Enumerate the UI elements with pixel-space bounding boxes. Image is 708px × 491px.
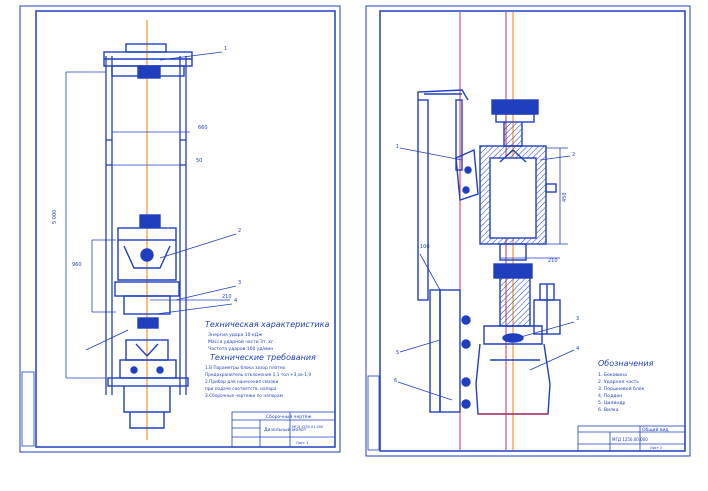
leader-2: 2 <box>238 228 241 234</box>
dim-5000: 5 000 <box>52 210 58 224</box>
leader-3: 3 <box>238 280 241 286</box>
req-line-3: 2.Прибор для нанесения смазки <box>205 379 278 385</box>
dim-210: 210 <box>222 294 232 300</box>
left-stamp-code: МГД 1250.01.000 <box>292 425 323 429</box>
legend-item-2: 2. Ударная часть <box>598 379 639 385</box>
left-stamp-name: Дизельный молот <box>264 426 307 433</box>
legend: Обозначения 1. Боковина 2. Ударная часть… <box>598 359 654 413</box>
right-sheet-inner-frame <box>379 10 686 452</box>
right-leader-6: 6 <box>394 378 397 384</box>
technical-characteristics: Техническая характеристика Энергия удара… <box>205 320 330 399</box>
req-line-2: Предохранитель отклонения 1,1 тол +3,за-… <box>205 372 311 378</box>
guide-columns <box>105 56 187 395</box>
req-line-5: 3.Сборочные чертежи по напорам <box>205 393 283 399</box>
dim-210-right: 210 <box>548 258 558 264</box>
right-sheet: 450 210 100 1 2 3 4 5 6 Обозначения 1. Б… <box>365 5 691 457</box>
left-sheet-side-strip <box>21 371 35 447</box>
anvil-assembly <box>107 339 189 429</box>
right-stamp-top: Общий вид <box>642 426 669 433</box>
right-leader-2: 2 <box>572 152 575 158</box>
legend-title: Обозначения <box>598 359 654 368</box>
req-title: Технические требования <box>210 353 316 362</box>
leader-4: 4 <box>234 298 237 304</box>
lifting-bracket <box>417 89 479 301</box>
tech-line-2: Масса ударной части 3т. кг. <box>208 338 275 345</box>
side-block <box>533 283 561 335</box>
dim-660: 660 <box>198 125 208 131</box>
dim-100: 100 <box>420 244 430 250</box>
ram-body <box>114 214 180 329</box>
right-title-block <box>577 425 686 452</box>
legend-item-6: 6. Вилка <box>598 407 619 413</box>
dim-960: 960 <box>72 262 82 268</box>
dim-50: 50 <box>196 158 202 164</box>
req-line-1: 1.В Параметры блока зазор плотно <box>205 365 286 371</box>
legend-item-3: 3. Поршневой блок <box>598 385 645 392</box>
left-title-block <box>231 411 336 448</box>
right-leader-1: 1 <box>396 144 399 150</box>
right-leader-3: 3 <box>576 316 579 322</box>
left-stamp-sheet: Лист 1 <box>296 441 308 445</box>
right-stamp-sheet: Лист 2 <box>650 446 662 450</box>
left-sheet-inner-frame <box>35 10 336 448</box>
req-line-4: при подаче соответств. напора <box>205 387 277 392</box>
legend-item-4: 4. Поддон <box>598 393 622 399</box>
tech-line-1: Энергия удара 10 кДж <box>208 332 262 338</box>
top-head-assembly <box>103 43 193 79</box>
cylinder <box>479 145 557 261</box>
ram-lower <box>483 263 543 345</box>
guide-plate <box>429 289 471 413</box>
left-sheet: 5 000 660 50 960 210 1 2 3 4 Техническая… <box>19 5 341 453</box>
tech-line-3: Частота ударов 100 уд/мин <box>208 346 273 352</box>
piston-top <box>491 99 539 147</box>
legend-item-5: 5. Цилиндр <box>598 400 625 406</box>
right-dimension-labels: 450 210 100 1 2 3 4 5 6 <box>394 144 579 384</box>
right-leader-lines <box>397 147 575 401</box>
left-dimension-lines <box>65 51 237 379</box>
right-leader-5: 5 <box>396 350 399 356</box>
leader-1: 1 <box>224 46 227 52</box>
legend-item-1: 1. Боковина <box>598 372 627 378</box>
right-leader-4: 4 <box>576 346 579 352</box>
left-dimension-labels: 5 000 660 50 960 210 1 2 3 4 <box>52 46 241 304</box>
right-sheet-side-strip <box>367 375 380 451</box>
dim-450: 450 <box>562 192 568 202</box>
right-stamp-code: МГД 1250.00.000 <box>612 437 648 442</box>
tech-title: Техническая характеристика <box>205 320 330 329</box>
base-anvil <box>475 343 551 415</box>
left-stamp-top: Сборочный чертёж <box>266 413 312 420</box>
